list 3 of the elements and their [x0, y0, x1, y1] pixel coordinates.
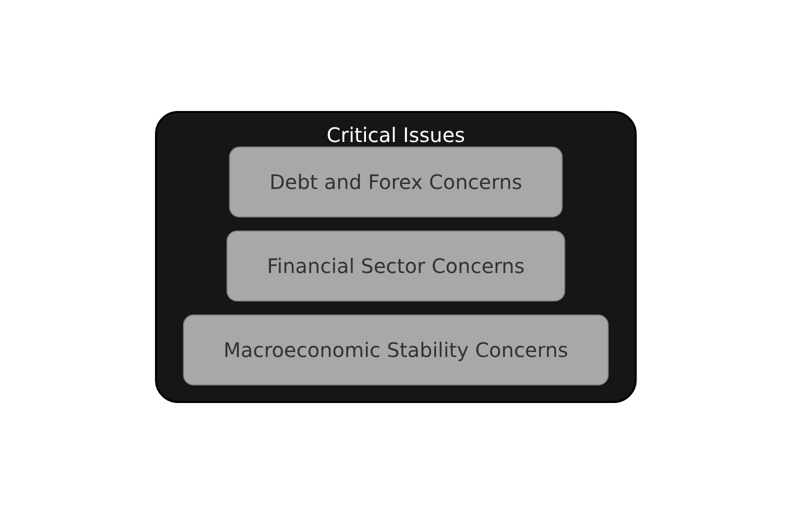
node-box: Debt and Forex Concerns [229, 146, 563, 217]
node-box: Macroeconomic Stability Concerns [183, 314, 609, 385]
node-box: Financial Sector Concerns [226, 230, 566, 301]
